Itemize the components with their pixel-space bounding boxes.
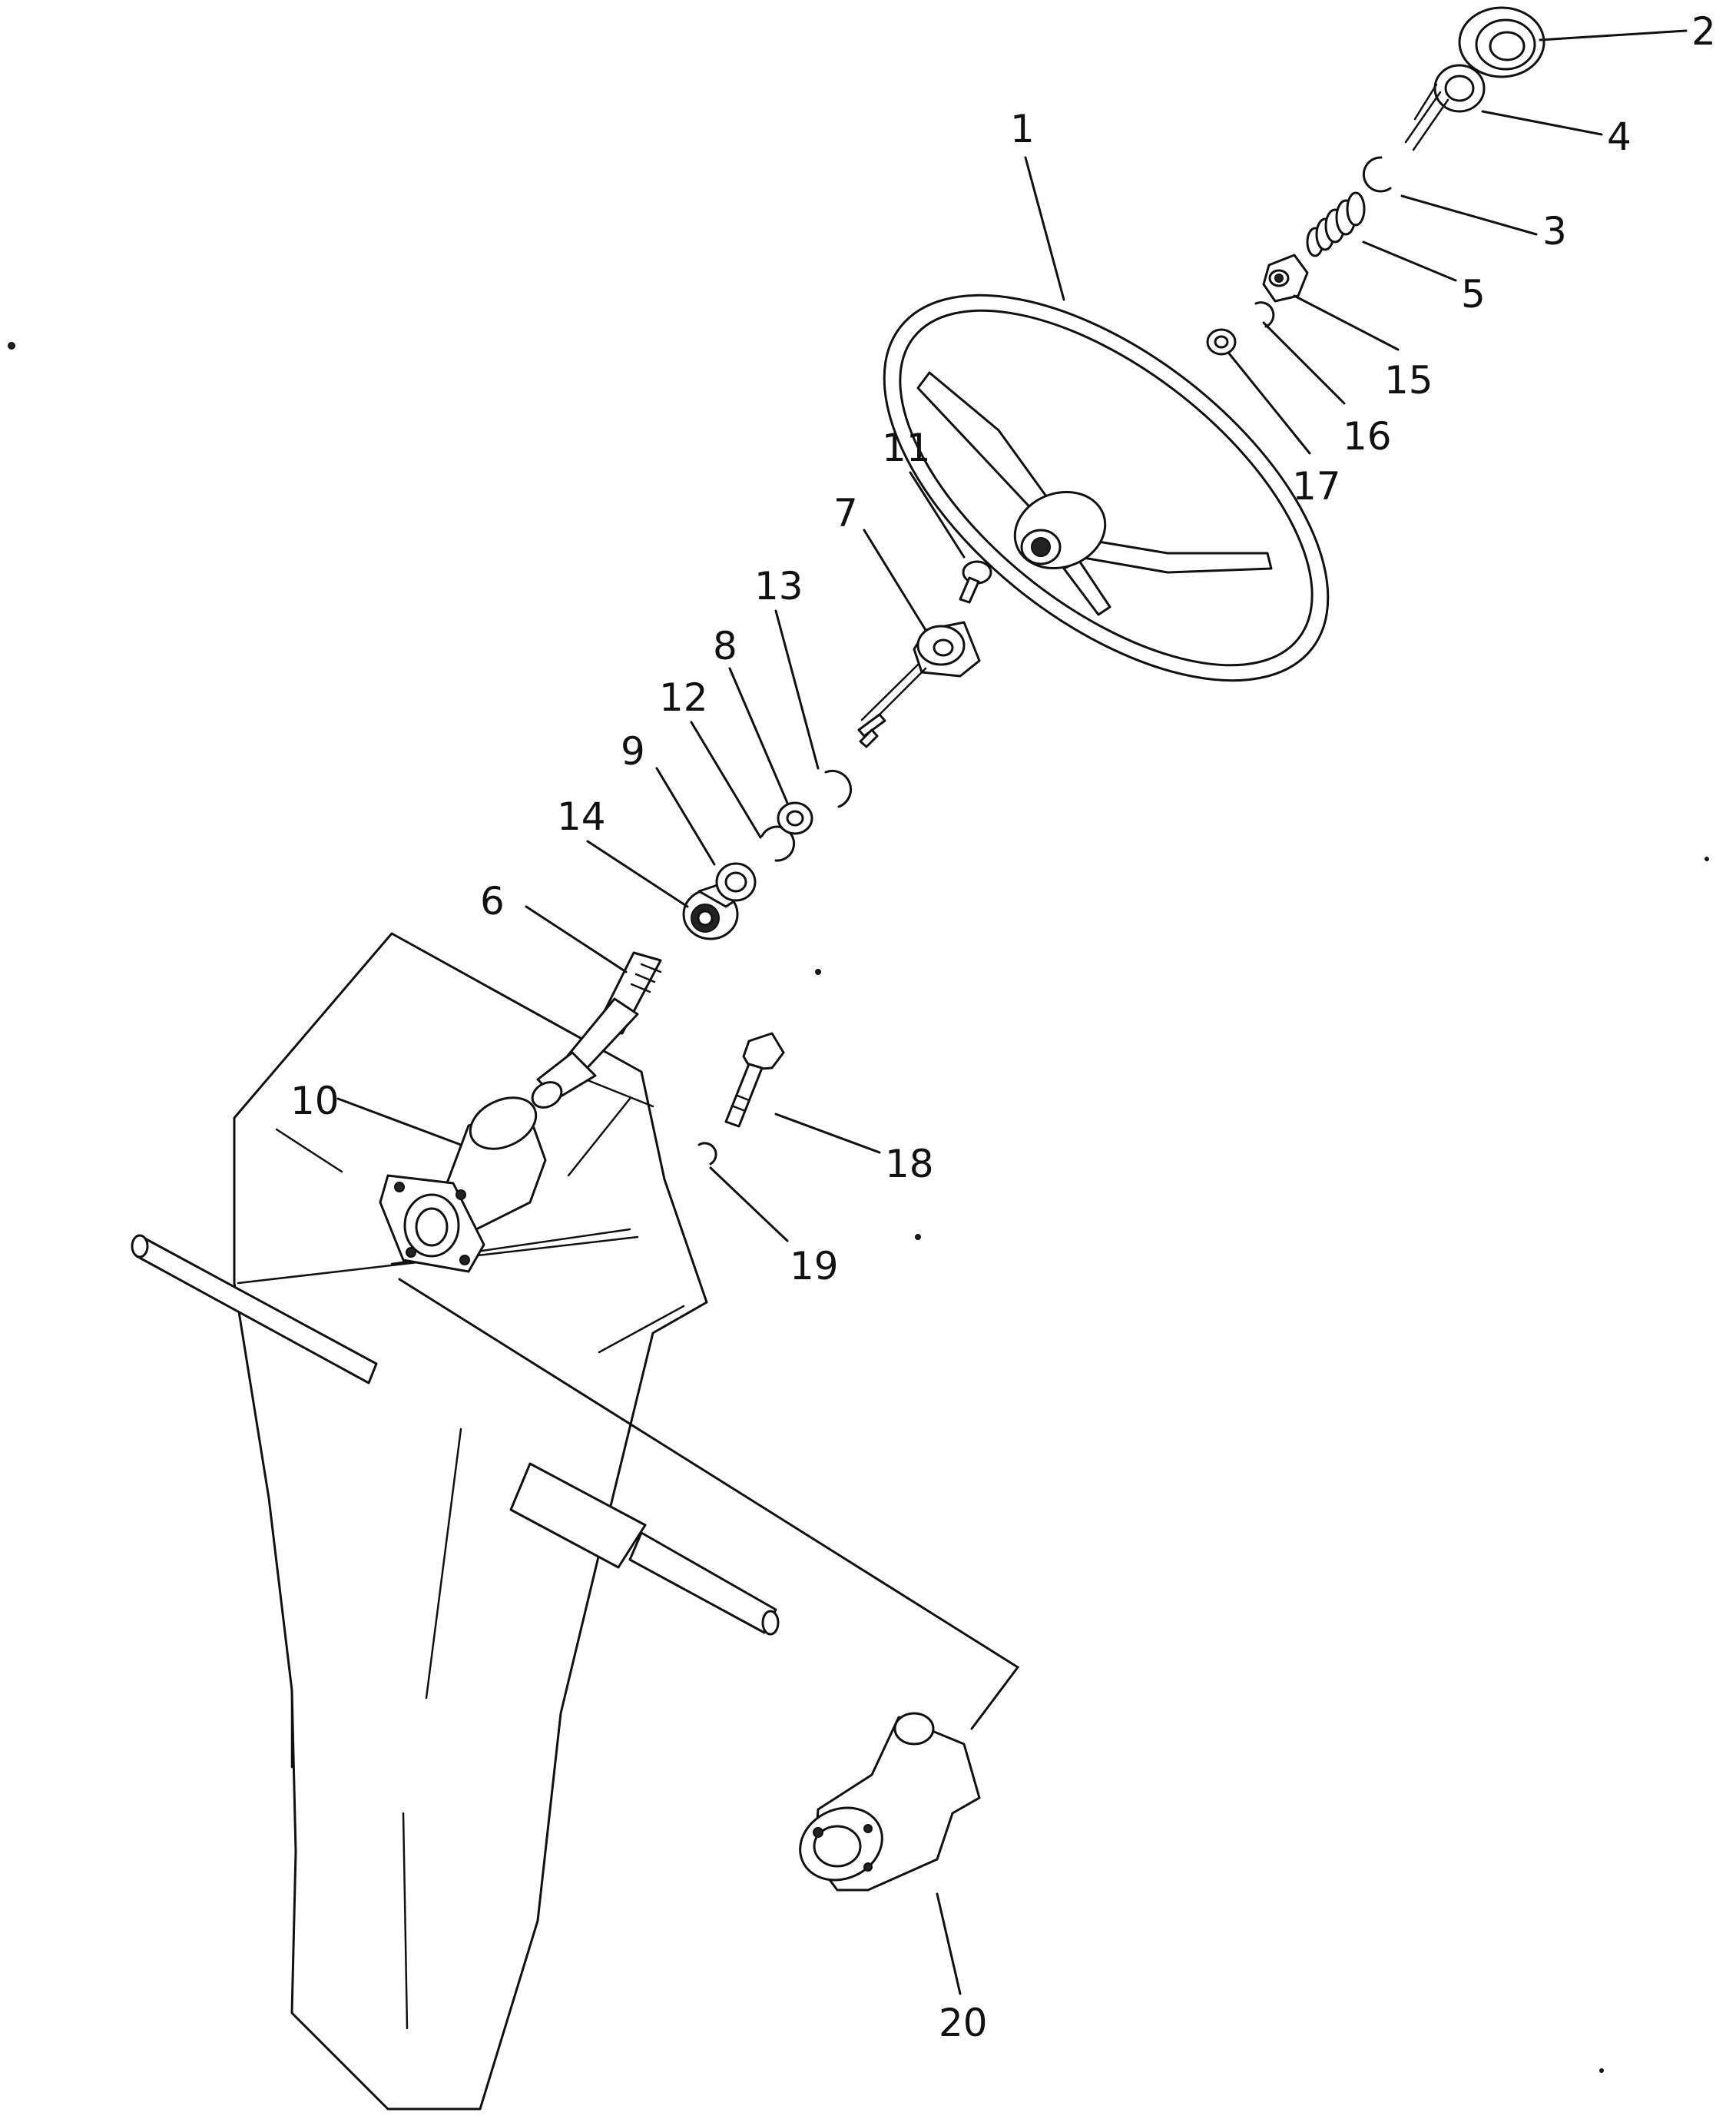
leader-3 xyxy=(1400,194,1538,236)
callout-16: 16 xyxy=(1343,414,1392,459)
part-13-snap-ring xyxy=(824,769,853,808)
part-1-steering-wheel xyxy=(883,293,1330,682)
leader-7 xyxy=(863,529,927,632)
part-5-spring xyxy=(1306,191,1366,257)
callout-11: 11 xyxy=(882,426,931,470)
part-2-horn-cap xyxy=(1458,6,1546,78)
callout-15: 15 xyxy=(1384,358,1433,403)
part-10-flange-bushing xyxy=(379,1096,547,1273)
callout-13: 13 xyxy=(754,564,803,609)
leader-13 xyxy=(774,609,820,770)
leader-20 xyxy=(936,1892,962,1995)
scan-specks xyxy=(8,342,1709,2073)
part-18-bolt xyxy=(724,1032,785,1128)
callout-6: 6 xyxy=(480,879,505,924)
callout-1: 1 xyxy=(1010,107,1035,151)
guide-line-20 xyxy=(398,1278,1020,1730)
callout-17: 17 xyxy=(1292,464,1341,509)
callout-3: 3 xyxy=(1542,209,1567,254)
callout-10: 10 xyxy=(290,1079,340,1123)
leader-10 xyxy=(336,1097,462,1146)
leader-8 xyxy=(728,667,789,804)
callout-2: 2 xyxy=(1691,9,1716,54)
part-4-horn-button-stem xyxy=(1404,64,1486,151)
lower-shaft xyxy=(131,1234,780,1636)
leader-lines xyxy=(336,29,1688,1995)
leader-16 xyxy=(1262,321,1346,405)
leader-12 xyxy=(690,721,762,839)
callout-19: 19 xyxy=(790,1244,839,1288)
callout-7: 7 xyxy=(833,491,858,536)
leader-17 xyxy=(1227,352,1311,455)
leader-9 xyxy=(655,767,716,866)
leader-1 xyxy=(1024,156,1065,301)
callout-5: 5 xyxy=(1461,272,1486,317)
callout-4: 4 xyxy=(1607,114,1632,159)
leader-5 xyxy=(1362,240,1457,282)
leader-18 xyxy=(774,1113,881,1154)
leader-4 xyxy=(1481,110,1603,136)
callout-14: 14 xyxy=(557,794,606,839)
callout-8: 8 xyxy=(713,624,737,668)
part-12-snap-ring xyxy=(760,825,795,862)
part-15-nut xyxy=(1262,254,1309,303)
part-8-washer xyxy=(777,801,813,835)
leader-6 xyxy=(525,905,628,973)
callout-9: 9 xyxy=(621,729,645,774)
part-16-lock-washer xyxy=(1254,301,1275,328)
part-6-steering-shaft xyxy=(531,951,662,1109)
part-7-horn-plate xyxy=(857,621,981,748)
part-11-screw xyxy=(959,560,992,604)
leader-15 xyxy=(1293,294,1400,351)
callout-20: 20 xyxy=(939,2001,988,2045)
part-17-washer xyxy=(1206,328,1237,356)
callout-18: 18 xyxy=(885,1142,934,1186)
leader-2 xyxy=(1539,29,1688,41)
callout-labels: 1 2 3 4 5 6 7 8 9 10 11 12 13 14 15 16 1… xyxy=(290,9,1716,2045)
part-19-lock-washer xyxy=(697,1142,717,1166)
part-9-washer xyxy=(715,862,757,902)
part-20-bushing xyxy=(799,1712,981,1892)
callout-12: 12 xyxy=(659,675,708,720)
part-3-snap-ring xyxy=(1362,156,1392,193)
leader-11 xyxy=(909,471,966,559)
leader-19 xyxy=(709,1166,789,1242)
leader-14 xyxy=(586,840,689,908)
